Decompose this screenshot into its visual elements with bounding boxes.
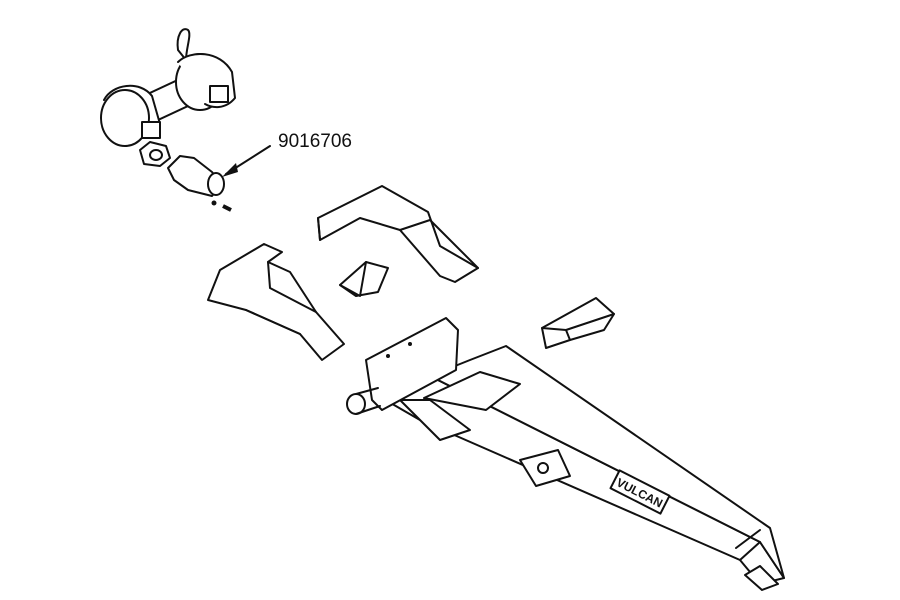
washer (211, 200, 217, 206)
main-frame-beam: VULCAN (346, 317, 785, 591)
winch-left-drum-face (100, 89, 150, 147)
lower-plate (399, 399, 471, 441)
center-bracket (339, 261, 389, 297)
mount-hole (149, 149, 163, 161)
right-cover (541, 297, 615, 349)
left-fender-cover (207, 243, 345, 361)
vertical-plate (365, 317, 459, 411)
left-clamp (141, 121, 161, 139)
right-clamp (209, 85, 229, 103)
callout-arrow (222, 145, 271, 177)
cross-mount (423, 371, 521, 411)
part-9016706-pin (167, 155, 232, 212)
winch-assembly (100, 28, 236, 167)
upper-fender-cover (317, 185, 479, 283)
winch-handle (176, 28, 191, 61)
beam-end-cap (744, 565, 779, 591)
bolt (222, 204, 232, 212)
part-number-callout: 9016706 (278, 131, 352, 152)
